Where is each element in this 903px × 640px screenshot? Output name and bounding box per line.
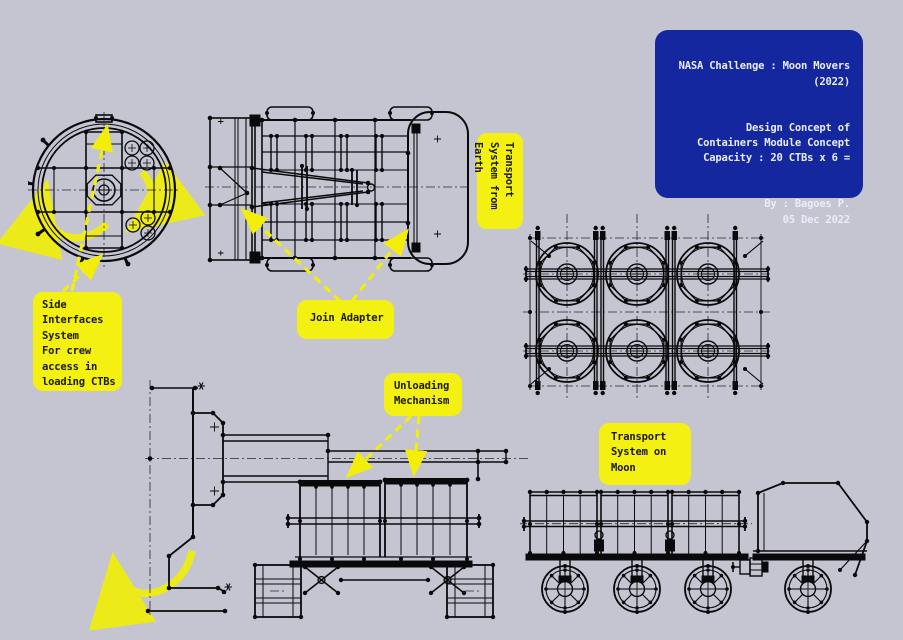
node-dots: [145, 385, 509, 620]
rotation-arrow-icon: [0, 179, 110, 261]
dashed-leader-arrow-icon: [240, 207, 342, 303]
module-view-drawing: [523, 214, 771, 400]
callout-transport-system-from-earth: Transport System from Earth: [472, 133, 523, 229]
title-block-description: Design Concept of Containers Module Conc…: [696, 121, 850, 165]
dashed-leader-arrow-icon: [404, 415, 428, 478]
callout-transport-system-on-moon: Transport System on Moon: [599, 423, 691, 485]
title-block: NASA Challenge : Moon Movers (2022) Desi…: [655, 30, 863, 226]
top-view-drawing: [205, 106, 470, 272]
dashed-leader-arrow-icon: [345, 414, 413, 479]
dashed-leader-arrow-icon: [61, 253, 104, 293]
title-block-heading: NASA Challenge : Moon Movers (2022): [678, 60, 851, 88]
node-dots: [207, 111, 434, 267]
callout-join-adapter: Join Adapter: [297, 300, 394, 339]
rotation-arrow-icon: [124, 160, 206, 233]
title-block-author-date: By : Bagoes P. 05 Dec 2022: [764, 198, 850, 226]
callout-side-interfaces-system: Side Interfaces System For crew access i…: [33, 292, 122, 391]
callout-unloading-mechanism: Unloading Mechanism: [384, 373, 462, 416]
dashed-leader-arrow-icon: [70, 123, 113, 292]
dashed-leader-arrow-icon: [350, 228, 409, 302]
rotation-arrow-icon: [89, 550, 196, 631]
moon-transport-drawing: [520, 480, 870, 615]
node-dots: [521, 480, 870, 578]
node-dots: [523, 225, 771, 396]
